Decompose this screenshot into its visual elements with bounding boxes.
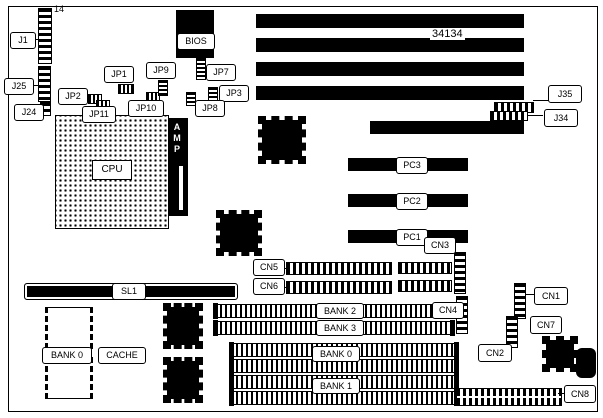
jp1-jumper	[118, 84, 134, 94]
j25-label: J25	[4, 78, 34, 95]
cn3-connector-c	[454, 252, 466, 294]
cn6-connector	[286, 281, 392, 294]
cache-chip-2	[163, 357, 203, 403]
j34-connector	[490, 111, 528, 121]
jp8-jumper	[186, 92, 196, 106]
j24-label: J24	[14, 104, 44, 121]
bank3-label: BANK 3	[316, 320, 364, 336]
j1-connector	[38, 8, 52, 64]
leader-line	[533, 100, 549, 101]
bank2-label: BANK 2	[316, 303, 364, 319]
bank1-simm-label: BANK 1	[312, 378, 360, 394]
j34-label: J34	[544, 109, 578, 127]
cn4-label: CN4	[432, 302, 464, 319]
leader-line	[525, 294, 534, 295]
cn1-label: CN1	[534, 287, 568, 305]
isa-slot-4	[256, 86, 524, 100]
amp-stripe	[179, 166, 183, 210]
j25-connector	[38, 66, 51, 102]
cpu-label: CPU	[92, 160, 132, 180]
cache-label: CACHE	[98, 347, 146, 364]
jp8-label: JP8	[195, 100, 225, 117]
jp2-label: JP2	[58, 88, 88, 105]
j35-label: J35	[548, 85, 582, 103]
jp9-label: JP9	[146, 62, 176, 79]
cn7-chip	[542, 336, 578, 372]
leader-line	[558, 393, 566, 394]
jp10-label: JP10	[128, 100, 164, 117]
cn2-connector	[506, 316, 518, 348]
jp7-label: JP7	[206, 64, 236, 81]
jp3-label: JP3	[219, 85, 249, 102]
isa-slot-3	[256, 62, 524, 76]
jp3-jumper	[208, 87, 218, 101]
cn8-label: CN8	[564, 385, 596, 403]
bank0-simm-label: BANK 0	[312, 346, 360, 362]
cache-chip-1	[163, 303, 203, 349]
cn1-connector	[514, 283, 526, 319]
sram-chip-1	[45, 307, 93, 349]
cn3-label: CN3	[424, 237, 456, 254]
cn8-connector	[456, 388, 562, 406]
bios-label: BIOS	[177, 33, 215, 50]
part-number: 34134	[430, 28, 465, 40]
j1-pin-count-label: 14	[54, 4, 65, 14]
cn3-connector-a	[398, 262, 452, 274]
bank0-sram-label: BANK 0	[42, 347, 92, 364]
isa-slot-2	[256, 38, 524, 52]
sram-chip-2	[45, 357, 93, 399]
cpu-socket	[55, 115, 169, 229]
jp2-jumper	[88, 94, 102, 104]
cn2-label: CN2	[478, 344, 512, 362]
cn3-connector-b	[398, 280, 452, 292]
jp7-jumper	[196, 58, 206, 80]
isa-slot-5	[370, 121, 524, 134]
pc3-label: PC3	[396, 157, 428, 174]
keyboard-connector	[576, 348, 596, 378]
cn6-label: CN6	[253, 278, 285, 295]
pc2-label: PC2	[396, 193, 428, 210]
leader-line	[527, 115, 543, 116]
jp9-jumper	[158, 80, 168, 96]
cn5-connector	[286, 262, 392, 275]
cn7-label: CN7	[530, 316, 562, 334]
qfp-chip-1	[258, 116, 306, 164]
leader-line	[34, 39, 39, 40]
amp-chip	[169, 118, 188, 216]
leader-line	[31, 85, 38, 86]
j1-label: J1	[10, 32, 36, 49]
qfp-chip-2	[216, 210, 262, 256]
isa-slot-1	[256, 14, 524, 28]
jp1-label: JP1	[104, 66, 134, 83]
jp11-label: JP11	[82, 106, 116, 123]
sl1-label: SL1	[112, 283, 146, 300]
cn5-label: CN5	[253, 259, 285, 276]
amp-label: AMP	[172, 122, 182, 155]
